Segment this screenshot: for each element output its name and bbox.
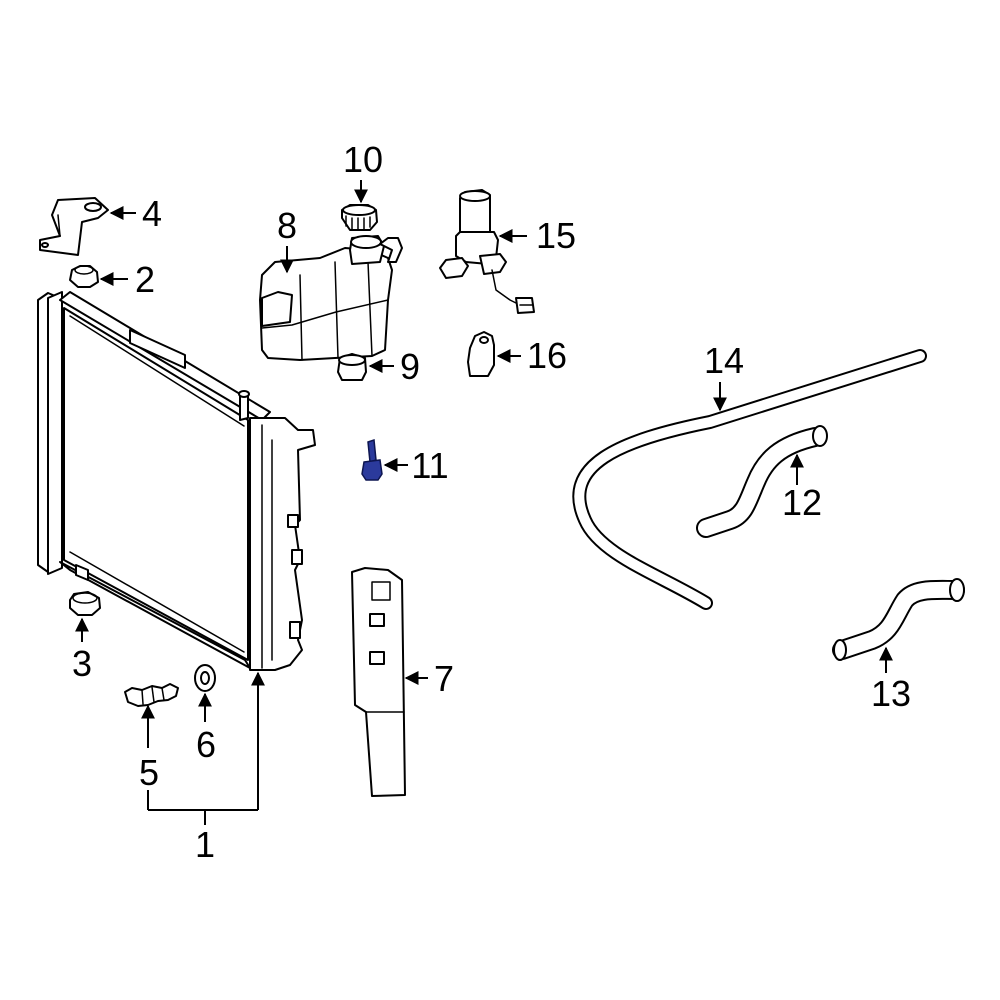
- callout-15: 15: [536, 215, 576, 256]
- pump-mount[interactable]: [467, 331, 495, 377]
- lower-isolator[interactable]: [69, 591, 101, 616]
- reservoir-grommet[interactable]: [337, 353, 367, 381]
- callout-16: 16: [527, 335, 567, 376]
- callout-14: 14: [704, 340, 744, 381]
- bolt-highlighted[interactable]: [361, 438, 383, 481]
- callout-6: 6: [196, 724, 216, 765]
- callout-13: 13: [871, 673, 911, 714]
- callout-labels: 1 2 3 4 5 6 7 8 9 10 11 12 13 14 15 16: [72, 139, 911, 865]
- callout-4: 4: [142, 193, 162, 234]
- auxiliary-water-pump[interactable]: [439, 189, 535, 314]
- radiator[interactable]: [37, 291, 316, 671]
- callout-3: 3: [72, 643, 92, 684]
- coolant-reservoir[interactable]: [259, 235, 403, 361]
- upper-isolator[interactable]: [69, 265, 99, 288]
- callout-10: 10: [343, 139, 383, 180]
- lower-coolant-hose[interactable]: [832, 578, 965, 661]
- side-air-baffle[interactable]: [351, 567, 406, 797]
- callout-9: 9: [400, 346, 420, 387]
- drain-plug-seal[interactable]: [194, 664, 216, 692]
- callout-1: 1: [195, 824, 215, 865]
- callout-5: 5: [139, 752, 159, 793]
- callout-12: 12: [782, 482, 822, 523]
- drain-plug[interactable]: [124, 683, 179, 707]
- long-coolant-hose[interactable]: [572, 349, 927, 610]
- callout-8: 8: [277, 205, 297, 246]
- leader-lines: [75, 180, 893, 825]
- reservoir-cap[interactable]: [341, 204, 378, 231]
- callout-7: 7: [434, 658, 454, 699]
- upper-mount-bracket[interactable]: [39, 197, 109, 256]
- callout-2: 2: [135, 259, 155, 300]
- callout-11: 11: [411, 445, 448, 486]
- upper-coolant-hose[interactable]: [696, 425, 828, 538]
